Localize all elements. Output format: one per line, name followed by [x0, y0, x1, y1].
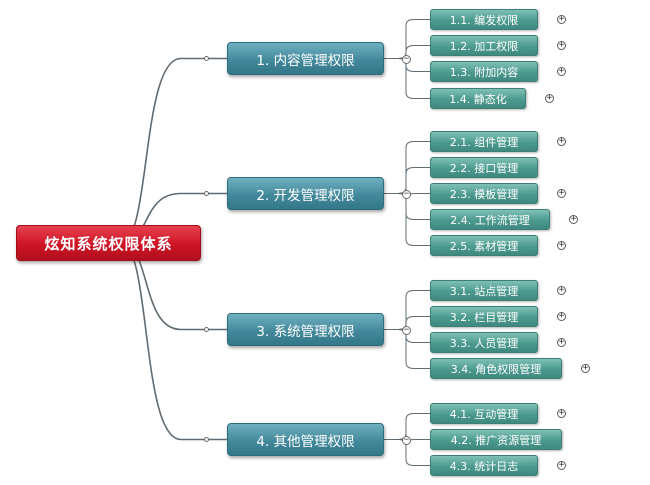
- branch-topic-other[interactable]: 4. 其他管理权限: [227, 423, 384, 456]
- branch-topic-development[interactable]: 2. 开发管理权限: [227, 177, 384, 210]
- connector-line: [384, 439, 430, 466]
- connector-line: [384, 193, 430, 246]
- expand-icon[interactable]: +: [557, 40, 566, 50]
- expand-icon[interactable]: +: [581, 363, 590, 373]
- connector-dot: [204, 191, 209, 196]
- leaf-topic-1-3[interactable]: 1.3. 附加内容: [430, 61, 538, 82]
- collapse-icon[interactable]: −: [402, 325, 411, 335]
- expand-icon[interactable]: +: [557, 14, 566, 24]
- connector-line: [120, 57, 227, 244]
- connector-dot: [204, 56, 209, 61]
- leaf-topic-1-1[interactable]: 1.1. 编发权限: [430, 9, 538, 30]
- leaf-topic-4-2[interactable]: 4.2. 推广资源管理: [430, 429, 562, 450]
- root-topic[interactable]: 炫知系统权限体系: [16, 225, 201, 261]
- leaf-topic-3-3[interactable]: 3.3. 人员管理: [430, 332, 538, 353]
- collapse-icon[interactable]: −: [402, 189, 411, 199]
- branch-topic-content[interactable]: 1. 内容管理权限: [227, 42, 384, 75]
- expand-icon[interactable]: +: [557, 311, 566, 321]
- connector-line: [384, 329, 430, 369]
- branch-topic-system[interactable]: 3. 系统管理权限: [227, 313, 384, 346]
- expand-icon[interactable]: +: [545, 93, 554, 103]
- leaf-topic-2-3[interactable]: 2.3. 模板管理: [430, 183, 538, 204]
- leaf-topic-4-3[interactable]: 4.3. 统计日志: [430, 455, 538, 476]
- expand-icon[interactable]: +: [557, 240, 566, 250]
- leaf-topic-2-1[interactable]: 2.1. 组件管理: [430, 131, 538, 152]
- leaf-topic-4-1[interactable]: 4.1. 互动管理: [430, 403, 538, 424]
- connector-dot: [204, 327, 209, 332]
- connector-dot: [204, 437, 209, 442]
- collapse-icon[interactable]: −: [402, 54, 411, 64]
- leaf-topic-3-2[interactable]: 3.2. 栏目管理: [430, 306, 538, 327]
- expand-icon[interactable]: +: [557, 337, 566, 347]
- expand-icon[interactable]: +: [557, 188, 566, 198]
- leaf-topic-1-4[interactable]: 1.4. 静态化: [430, 88, 526, 109]
- connector-line: [384, 290, 430, 330]
- leaf-topic-2-5[interactable]: 2.5. 素材管理: [430, 235, 538, 256]
- leaf-topic-3-4[interactable]: 3.4. 角色权限管理: [430, 358, 562, 379]
- leaf-topic-2-4[interactable]: 2.4. 工作流管理: [430, 209, 550, 230]
- connector-line: [384, 58, 430, 99]
- leaf-topic-3-1[interactable]: 3.1. 站点管理: [430, 280, 538, 301]
- expand-icon[interactable]: +: [557, 136, 566, 146]
- expand-icon[interactable]: +: [557, 66, 566, 76]
- expand-icon[interactable]: +: [557, 408, 566, 418]
- connector-line: [384, 316, 430, 330]
- expand-icon[interactable]: +: [557, 460, 566, 470]
- connector-line: [384, 19, 430, 59]
- collapse-icon[interactable]: −: [402, 435, 411, 445]
- leaf-topic-1-2[interactable]: 1.2. 加工权限: [430, 35, 538, 56]
- expand-icon[interactable]: +: [557, 285, 566, 295]
- connector-line: [120, 242, 227, 441]
- connector-line: [384, 45, 430, 59]
- expand-icon[interactable]: +: [569, 214, 578, 224]
- leaf-topic-2-2[interactable]: 2.2. 接口管理: [430, 157, 538, 178]
